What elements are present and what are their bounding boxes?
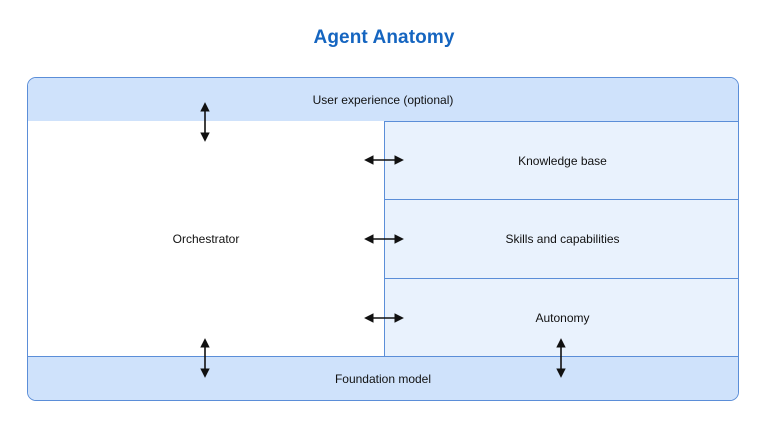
diagram-title: Agent Anatomy — [313, 27, 455, 48]
capabilities-column: Knowledge base Skills and capabilities A… — [384, 121, 738, 357]
foundation-model-layer: Foundation model — [28, 356, 738, 400]
skills-label: Skills and capabilities — [505, 232, 620, 246]
user-experience-label: User experience (optional) — [312, 92, 454, 107]
knowledge-base-label: Knowledge base — [518, 153, 607, 168]
user-experience-layer: User experience (optional) — [28, 78, 738, 122]
autonomy-label: Autonomy — [535, 311, 590, 325]
orchestrator-layer: Orchestrator — [28, 121, 384, 357]
orchestrator-label: Orchestrator — [172, 232, 240, 246]
skills-layer: Skills and capabilities — [385, 200, 738, 279]
agent-anatomy-frame: User experience (optional) Orchestrator … — [27, 77, 739, 401]
foundation-model-label: Foundation model — [334, 371, 432, 386]
autonomy-layer: Autonomy — [385, 279, 738, 357]
knowledge-base-layer: Knowledge base — [385, 122, 738, 200]
